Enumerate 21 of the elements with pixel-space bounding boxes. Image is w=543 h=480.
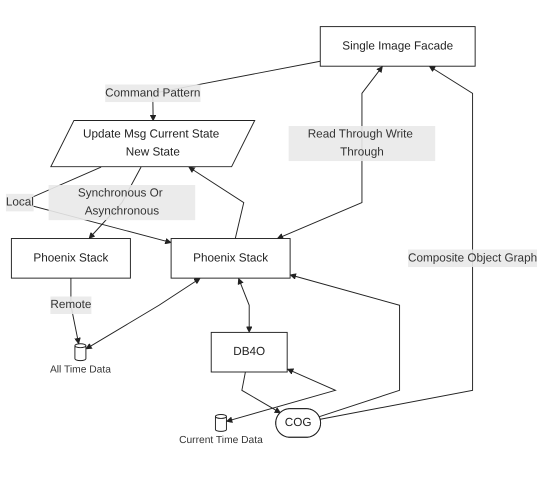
edge-label: Read Through Write Through <box>308 128 413 158</box>
node-box: Phoenix Stack <box>10 238 131 279</box>
node-cylinder <box>74 343 86 362</box>
node-cylinder <box>214 414 227 432</box>
edge-label: Synchronous Or Asynchronous <box>78 187 163 218</box>
arrow <box>290 273 400 418</box>
node-caption: All Time Data <box>50 364 111 376</box>
arrow <box>226 368 337 423</box>
node-box: Phoenix Stack <box>170 238 291 279</box>
edge-label: Composite Object Graph <box>408 252 538 264</box>
node-box: Single Image Facade <box>320 26 476 67</box>
arrow <box>188 166 244 240</box>
edge-label: Remote <box>50 298 92 312</box>
edge-label: Local <box>6 196 34 208</box>
arrow <box>86 278 200 350</box>
arrow <box>241 372 281 414</box>
node-box: DB4O <box>210 332 288 372</box>
arrow <box>238 278 252 333</box>
arrow <box>320 66 474 420</box>
node-caption: Current Time Data <box>179 435 263 446</box>
edge-label: Command Pattern <box>105 86 200 100</box>
